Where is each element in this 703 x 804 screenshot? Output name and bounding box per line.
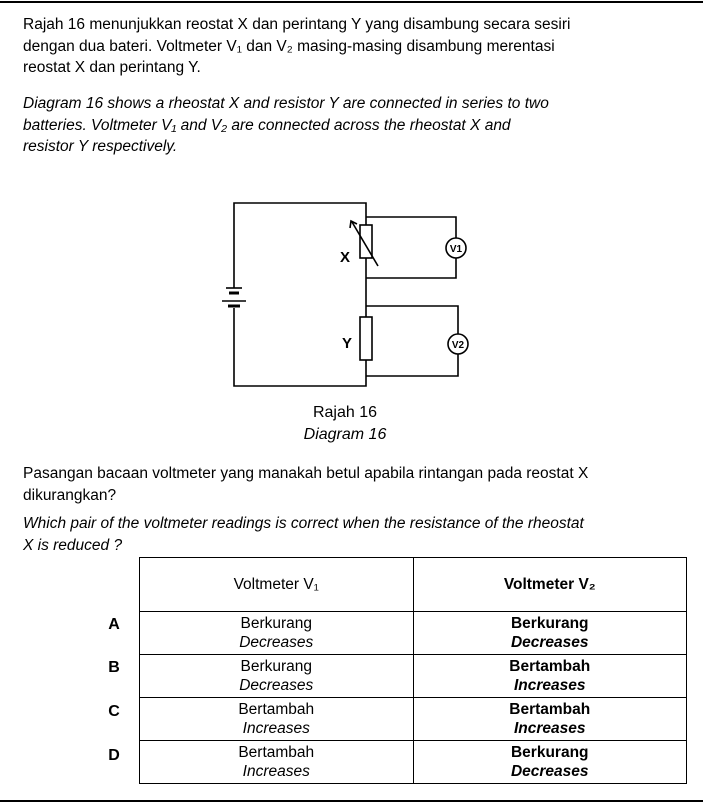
rheostat-arrow xyxy=(351,221,379,267)
resistor-y xyxy=(359,316,373,361)
top-rule xyxy=(0,1,703,3)
intro-english-line-3: resistor Y respectively. xyxy=(23,138,178,155)
question-malay: Pasangan bacaan voltmeter yang manakah b… xyxy=(23,463,693,506)
voltmeter-v1 xyxy=(445,237,467,259)
label-y: Y xyxy=(342,335,352,352)
cell-english: Decreases xyxy=(239,634,314,651)
option-b-v1: Berkurang Decreases xyxy=(139,654,414,698)
option-letter-b[interactable]: B xyxy=(108,659,120,676)
bottom-rule xyxy=(0,800,703,802)
answer-table: Voltmeter V₁ Voltmeter V₂ Berkurang Decr… xyxy=(139,557,687,784)
meter-v2-label: V2 xyxy=(452,340,465,351)
table-row: Berkurang Decreases Berkurang Decreases xyxy=(139,611,687,655)
cell-english: Increases xyxy=(513,677,586,694)
intro-english-line-2: batteries. Voltmeter V₁ and V₂ are conne… xyxy=(23,116,511,134)
wire-left-top xyxy=(233,202,367,288)
wire-left-bottom xyxy=(233,308,367,387)
question-english-line-2: X is reduced ? xyxy=(23,536,123,554)
cell-malay: Berkurang xyxy=(240,615,312,632)
cell-malay: Bertambah xyxy=(238,701,315,718)
header-voltmeter-v2: Voltmeter V₂ xyxy=(412,557,687,612)
option-c-v1: Bertambah Increases xyxy=(139,697,414,741)
intro-malay-line-3: reostat X dan perintang Y. xyxy=(23,59,201,76)
header-voltmeter-v1: Voltmeter V₁ xyxy=(139,557,414,612)
cell-english: Decreases xyxy=(510,763,589,780)
intro-malay: Rajah 16 menunjukkan reostat X dan perin… xyxy=(23,14,693,79)
voltmeter-v2 xyxy=(447,333,469,355)
table-row: Berkurang Decreases Bertambah Increases xyxy=(139,654,687,698)
question-english: Which pair of the voltmeter readings is … xyxy=(23,513,693,556)
diagram-caption-malay: Rajah 16 xyxy=(312,404,378,421)
cell-malay: Bertambah xyxy=(509,658,591,675)
option-letter-a[interactable]: A xyxy=(108,616,120,633)
cell-english: Increases xyxy=(513,720,586,737)
option-d-v1: Bertambah Increases xyxy=(139,740,414,784)
cell-malay: Berkurang xyxy=(510,744,589,761)
answer-table-header: Voltmeter V₁ Voltmeter V₂ xyxy=(139,557,687,612)
cell-malay: Berkurang xyxy=(240,658,312,675)
table-row: Bertambah Increases Bertambah Increases xyxy=(139,697,687,741)
option-a-v1: Berkurang Decreases xyxy=(139,611,414,655)
cell-malay: Bertambah xyxy=(509,701,591,718)
label-x: X xyxy=(340,249,350,266)
cell-english: Increases xyxy=(242,763,310,780)
question-malay-line-2: dikurangkan? xyxy=(23,486,117,504)
intro-malay-line-2: dengan dua bateri. Voltmeter V₁ dan V₂ m… xyxy=(23,37,555,55)
cell-malay: Berkurang xyxy=(510,615,589,632)
question-english-line-1: Which pair of the voltmeter readings is … xyxy=(23,515,584,532)
meter-v1-label: V1 xyxy=(450,244,463,255)
option-letter-d[interactable]: D xyxy=(108,747,120,764)
intro-english-line-1: Diagram 16 shows a rheostat X and resist… xyxy=(23,95,549,112)
intro-english: Diagram 16 shows a rheostat X and resist… xyxy=(23,93,693,158)
wire-v1-bottom xyxy=(366,258,457,279)
cell-english: Decreases xyxy=(510,634,589,651)
option-d-v2: Berkurang Decreases xyxy=(412,740,687,784)
option-a-v2: Berkurang Decreases xyxy=(412,611,687,655)
diagram-caption-english: Diagram 16 xyxy=(303,426,387,443)
wire-v2-bottom xyxy=(366,354,459,377)
table-row: Bertambah Increases Berkurang Decreases xyxy=(139,740,687,784)
option-c-v2: Bertambah Increases xyxy=(412,697,687,741)
circuit-diagram: X Y V1 V2 xyxy=(222,202,469,387)
cell-english: Increases xyxy=(242,720,310,737)
option-b-v2: Bertambah Increases xyxy=(412,654,687,698)
cell-malay: Bertambah xyxy=(238,744,315,761)
rheostat-arrowhead xyxy=(349,219,358,229)
intro-malay-line-1: Rajah 16 menunjukkan reostat X dan perin… xyxy=(23,16,571,33)
option-letter-c[interactable]: C xyxy=(108,703,120,720)
question-malay-line-1: Pasangan bacaan voltmeter yang manakah b… xyxy=(23,465,589,482)
cell-english: Decreases xyxy=(239,677,314,694)
wire-v2-top xyxy=(366,305,459,334)
wire-v1-top xyxy=(366,216,457,238)
